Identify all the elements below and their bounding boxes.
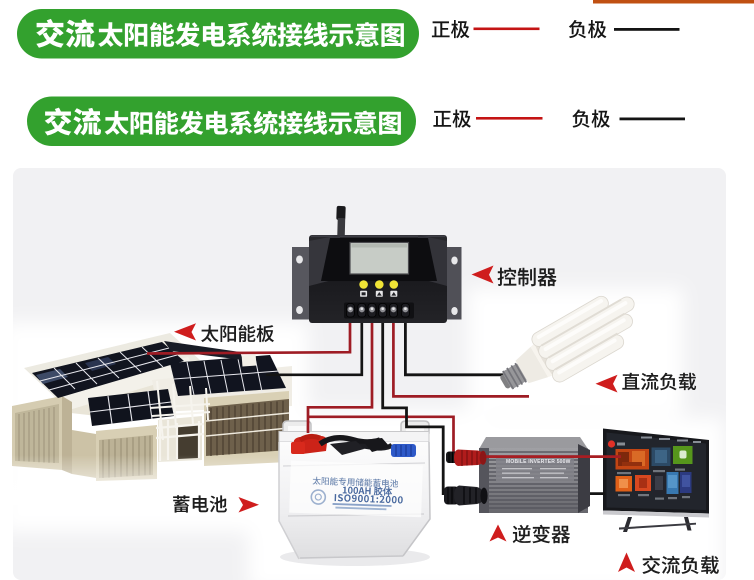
svg-text:MOBILE INVERTER 500W: MOBILE INVERTER 500W [506, 459, 571, 465]
